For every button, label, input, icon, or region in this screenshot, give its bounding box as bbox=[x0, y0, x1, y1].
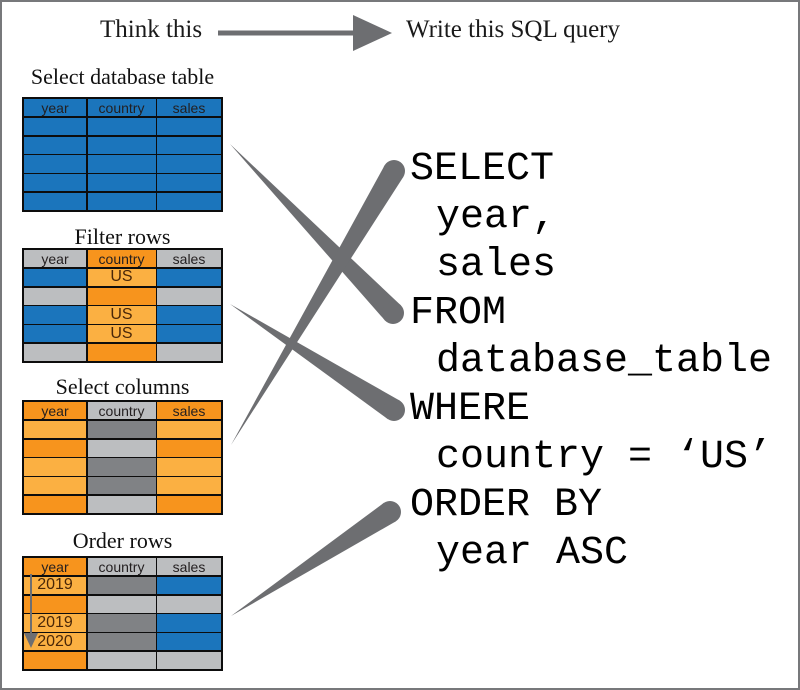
table-cell bbox=[87, 633, 156, 651]
column-header: country bbox=[87, 99, 156, 117]
table-cell bbox=[24, 325, 86, 343]
column-header: year bbox=[24, 402, 86, 420]
table-cell bbox=[157, 136, 221, 154]
column-header: country bbox=[87, 558, 156, 576]
table-cell bbox=[157, 614, 221, 632]
table-cell bbox=[87, 458, 156, 476]
sql-keyword-line: WHERE bbox=[410, 387, 531, 432]
table-cell: US bbox=[87, 268, 156, 286]
table-title-select-database-table: Select database table bbox=[30, 64, 215, 89]
table-cell bbox=[24, 651, 86, 669]
table-cell bbox=[24, 595, 86, 613]
table-cell bbox=[157, 420, 221, 438]
table-cell bbox=[87, 576, 156, 594]
column-header: country bbox=[87, 250, 156, 268]
table-cell bbox=[87, 614, 156, 632]
connector-order-rows-to-order-by bbox=[231, 501, 401, 616]
table-cell bbox=[24, 420, 86, 438]
table-cell bbox=[24, 439, 86, 457]
sql-clause-argument: year ASC bbox=[436, 531, 629, 576]
table-cell bbox=[24, 117, 86, 135]
table-cell bbox=[24, 477, 86, 495]
table-cell bbox=[157, 174, 221, 192]
table-cell bbox=[157, 458, 221, 476]
table-cell bbox=[87, 174, 156, 192]
table-cell bbox=[87, 136, 156, 154]
table-cell bbox=[87, 420, 156, 438]
table-cell: US bbox=[87, 325, 156, 343]
table-cell bbox=[157, 595, 221, 613]
connector-filter-rows-to-where bbox=[230, 304, 405, 421]
table-cell bbox=[87, 477, 156, 495]
table-title-order-rows: Order rows bbox=[72, 528, 173, 553]
table-cell bbox=[87, 343, 156, 361]
table-cell bbox=[157, 287, 221, 305]
table-cell bbox=[87, 192, 156, 210]
sql-keyword-line: ORDER BY bbox=[410, 483, 603, 528]
table-title-filter-rows: Filter rows bbox=[74, 224, 171, 249]
table-cell bbox=[24, 495, 86, 513]
sql-clause-argument: year, bbox=[436, 195, 557, 240]
column-header: year bbox=[24, 99, 86, 117]
connector-database-table-to-from bbox=[230, 144, 404, 324]
table-cell bbox=[157, 117, 221, 135]
table-cell bbox=[24, 458, 86, 476]
table-cell bbox=[24, 306, 86, 324]
table-cell bbox=[157, 325, 221, 343]
column-header: year bbox=[24, 250, 86, 268]
table-cell bbox=[157, 495, 221, 513]
table-cell bbox=[157, 268, 221, 286]
table-cell bbox=[87, 495, 156, 513]
table-cell bbox=[157, 576, 221, 594]
table-cell bbox=[87, 439, 156, 457]
table-cell bbox=[87, 595, 156, 613]
table-cell bbox=[24, 136, 86, 154]
connector-select-columns-to-select bbox=[231, 160, 405, 445]
table-cell bbox=[157, 439, 221, 457]
table-cell bbox=[157, 192, 221, 210]
sql-clause-argument: database_table bbox=[436, 339, 773, 384]
table-cell bbox=[24, 287, 86, 305]
table-cell bbox=[24, 343, 86, 361]
sql-keyword-line: FROM bbox=[410, 291, 507, 336]
column-header: sales bbox=[157, 402, 221, 420]
table-cell bbox=[157, 477, 221, 495]
table-cell bbox=[157, 306, 221, 324]
table-cell: US bbox=[87, 306, 156, 324]
column-header: sales bbox=[157, 558, 221, 576]
table-cell: 2019 bbox=[24, 614, 86, 632]
sql-clause-argument: country = ‘US’ bbox=[436, 435, 773, 480]
table-cell bbox=[87, 155, 156, 173]
header-think-label: Think this bbox=[100, 16, 203, 43]
table-cell: 2020 bbox=[24, 633, 86, 651]
column-header: sales bbox=[157, 99, 221, 117]
table-cell: 2019 bbox=[24, 576, 86, 594]
sql-clause-argument: sales bbox=[436, 243, 557, 288]
sql-keyword-line: SELECT bbox=[410, 147, 555, 192]
header-write-label: Write this SQL query bbox=[406, 16, 621, 43]
column-header: sales bbox=[157, 250, 221, 268]
table-cell bbox=[24, 192, 86, 210]
column-header: country bbox=[87, 402, 156, 420]
table-cell bbox=[87, 287, 156, 305]
table-cell bbox=[24, 174, 86, 192]
table-cell bbox=[157, 155, 221, 173]
table-cell bbox=[24, 268, 86, 286]
table-cell bbox=[157, 343, 221, 361]
think-to-write-arrow-icon bbox=[218, 15, 392, 51]
table-cell bbox=[157, 633, 221, 651]
column-header: year bbox=[24, 558, 86, 576]
table-cell bbox=[24, 155, 86, 173]
table-cell bbox=[157, 651, 221, 669]
table-cell bbox=[87, 651, 156, 669]
table-title-select-columns: Select columns bbox=[55, 374, 190, 399]
table-cell bbox=[87, 117, 156, 135]
